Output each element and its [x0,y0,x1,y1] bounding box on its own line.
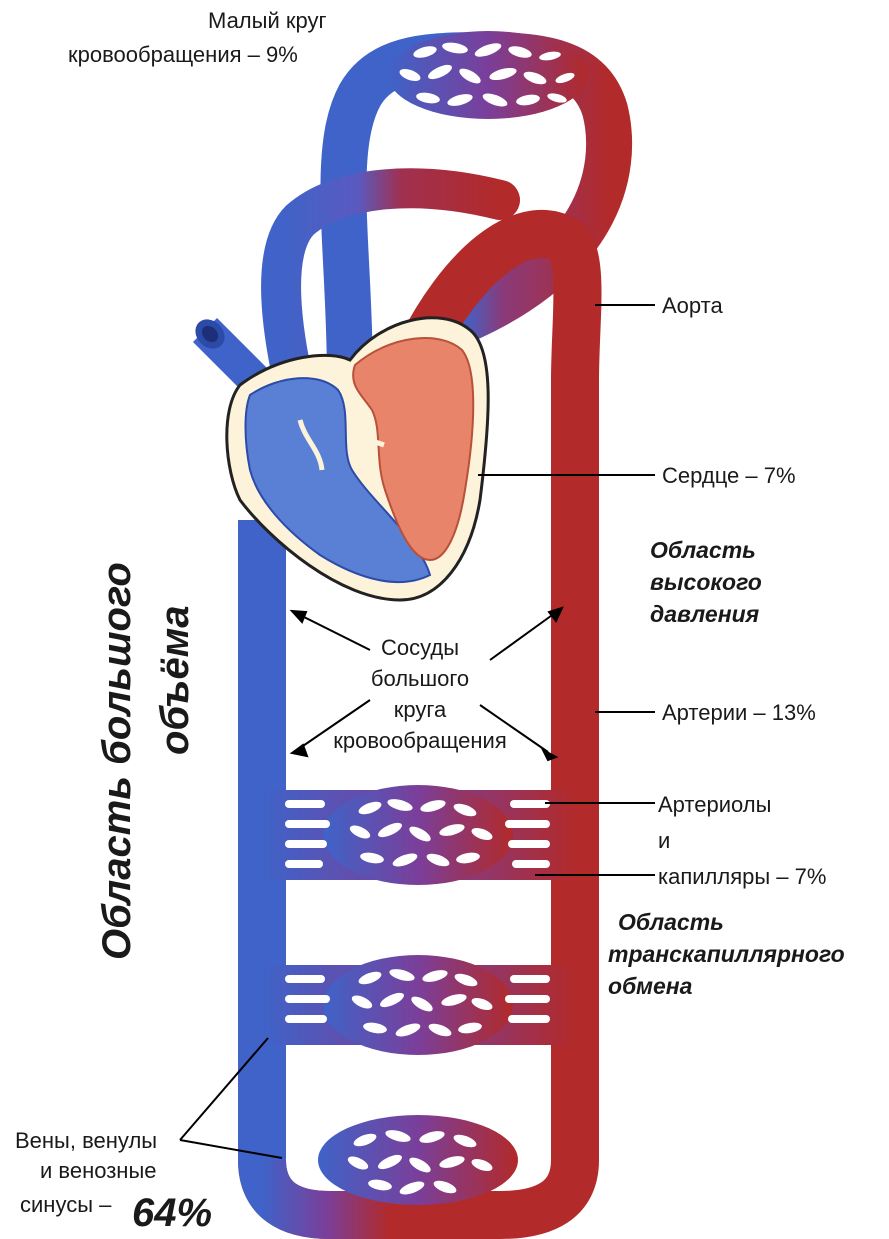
pulmonary-label-line2: кровообращения – 9% [68,42,298,67]
veins-label-line1: Вены, венулы [15,1128,157,1153]
transcap-label-line2: транскапиллярного [608,941,845,967]
veins-label-line2: и венозные [40,1158,157,1183]
large-volume-label-line1: Область большого [95,562,139,960]
arterioles-label-line2: и [658,828,670,853]
arterioles-label-line3: капилляры – 7% [658,864,826,889]
veins-percent: 64% [132,1191,212,1235]
pulmonary-label-line1: Малый круг [208,8,327,33]
systemic-capillary-bed-3 [318,1115,518,1205]
pulmonary-capillary-bed [388,31,588,119]
aorta-label: Аорта [662,293,723,318]
high-pressure-label-line3: давления [650,601,760,627]
vessels-label-line3: круга [394,697,447,722]
large-volume-label-line2: объёма [153,605,197,755]
systemic-capillary-bed-2 [262,955,575,1055]
veins-label-line3: синусы – [20,1192,112,1217]
high-pressure-label-line1: Область [650,537,756,563]
systemic-capillary-bed-1 [262,785,575,885]
transcap-label-line3: обмена [608,973,693,999]
vessels-label-line2: большого [371,666,469,691]
arteries-label: Артерии – 13% [662,700,816,725]
high-pressure-label-line2: высокого [650,569,762,595]
heart-label: Сердце – 7% [662,463,796,488]
arterioles-label-line1: Артериолы [658,792,771,817]
vessels-label-line1: Сосуды [381,635,459,660]
vessels-label-line4: кровообращения [333,728,507,753]
transcap-label-line1: Область [618,909,724,935]
